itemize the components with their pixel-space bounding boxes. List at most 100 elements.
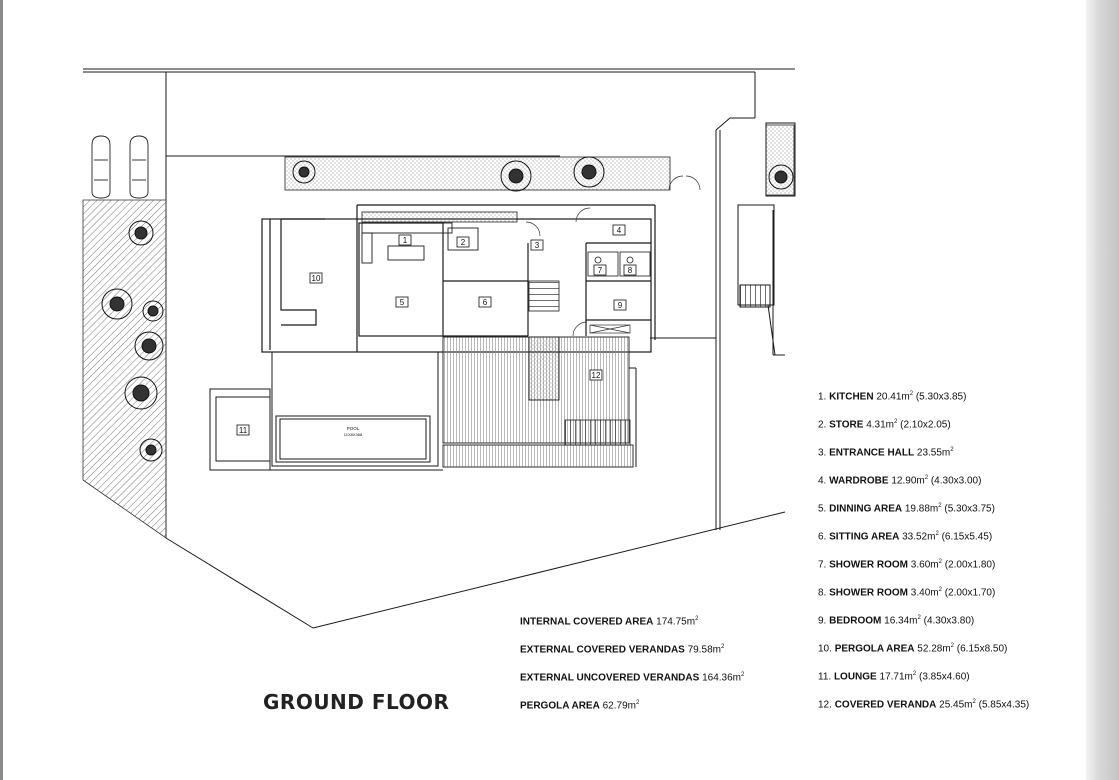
area-internal: INTERNAL COVERED AREA 174.75m2 [520,616,699,628]
legend-room-name: SITTING AREA [829,531,900,543]
legend-superscript: 2 [924,475,929,481]
legend-item: 5. DINNING AREA 19.88m2 (5.30x3.75) [818,503,995,514]
legend-room-name: SHOWER ROOM [829,559,909,571]
legend-room-name: LOUNGE [833,671,877,683]
room-tag-1: 1 [403,236,408,245]
hatched-driveway [82,199,167,539]
internal-stairs [528,280,560,312]
legend-number: 10. [818,643,832,655]
legend-room-name: ENTRANCE HALL [829,447,915,459]
legend-item: 8. SHOWER ROOM 3.40m2 (2.00x1.70) [818,587,995,598]
site-boundary [83,68,795,629]
planter-front [284,156,671,191]
legend-number: 1. [818,391,827,403]
legend-item: 10. PERGOLA AREA 52.28m2 (6.15x8.50) [818,643,1007,654]
room-tag-7: 7 [598,266,603,275]
floor-title: GROUND FLOOR [263,690,450,714]
legend-superscript: 2 [972,699,976,705]
page-right-shadow [1086,0,1119,780]
legend-area: 12.90m [891,475,925,487]
legend-dimensions: (2.00x1.70) [944,587,996,599]
wardrobe-shelves [589,324,631,334]
legend-room-name: BEDROOM [829,615,882,627]
area-external-uncovered: EXTERNAL UNCOVERED VERANDAS 164.36m2 [520,672,745,684]
legend-item: 12. COVERED VERANDA 25.45m2 (5.85x4.35) [818,699,1029,710]
legend-dimensions: (5.85x4.35) [978,699,1030,711]
pool-area [209,351,443,471]
legend-superscript: 2 [935,531,939,537]
room-tag-8: 8 [628,266,633,275]
legend-superscript: 2 [938,587,942,593]
legend-item: 1. KITCHEN 20.41m2 (5.30x3.85) [818,391,966,402]
room-tag-2: 2 [461,238,466,247]
room-tag-12: 12 [592,371,601,380]
legend-dimensions: (2.10x2.05) [900,419,951,431]
legend-room-name: STORE [829,419,864,431]
pool-label: POOL [347,426,360,431]
legend-item: 3. ENTRANCE HALL 23.55m2 [818,447,954,458]
right-structures [650,117,796,530]
room-tag-box [236,424,250,436]
legend-area: 33.52m [902,531,936,543]
legend-superscript: 2 [893,419,898,425]
parked-car-1 [91,135,111,199]
room-tag-6: 6 [483,298,488,307]
legend-superscript: 2 [950,447,954,453]
legend-room-name: SHOWER ROOM [829,587,909,599]
legend-area: 3.40m [910,587,939,599]
area-external-covered: EXTERNAL COVERED VERANDAS 79.58m2 [520,644,725,656]
veranda-planter [528,336,560,401]
legend-dimensions: (4.30x3.80) [923,615,975,627]
legend-area: 20.41m [876,391,910,403]
legend-area: 4.31m [866,419,894,431]
legend-number: 2. [818,419,827,431]
area-pergola: PERGOLA AREA 62.79m2 [520,700,640,712]
legend-number: 4. [818,475,827,487]
room-tag-box [612,224,626,236]
legend-item: 7. SHOWER ROOM 3.60m2 (2.00x1.80) [818,559,995,570]
legend-number: 5. [818,503,827,515]
room-tag-box [456,236,470,248]
room-tag-11: 11 [239,426,248,435]
room-tag-box [613,299,627,311]
legend-item: 4. WARDROBE 12.90m2 (4.30x3.00) [818,475,981,486]
room-tag-9: 9 [618,301,623,310]
legend-room-name: DINNING AREA [829,503,903,515]
room-tag-box [530,239,544,251]
legend-number: 3. [818,447,827,459]
uncovered-terrace [442,444,634,468]
legend-superscript: 2 [950,643,954,649]
door-swings [525,175,701,337]
veranda-steps [564,419,631,446]
legend-room-name: KITCHEN [829,391,874,403]
legend-dimensions: (5.30x3.85) [915,391,967,403]
legend-number: 7. [818,559,827,571]
legend-area: 25.45m [939,699,973,711]
legend-superscript: 2 [909,391,914,397]
pool-size: 11X8X368 [344,432,363,437]
legend-area: 23.55m [916,447,951,459]
legend-area: 3.60m [910,559,939,571]
legend-dimensions: (6.15x5.45) [941,531,993,543]
trees-left [101,220,164,462]
legend-superscript: 2 [917,615,921,621]
room-tag-box [478,296,492,308]
room-tag-box [309,272,323,284]
legend-dimensions: (4.30x3.00) [930,475,982,487]
legend-number: 8. [818,587,827,599]
planter-trees [292,156,794,192]
room-tag-5: 5 [400,298,405,307]
legend-room-name: COVERED VERANDA [834,699,937,711]
legend-number: 11. [818,671,832,683]
bathrooms [587,251,651,277]
legend-dimensions: (3.85x4.60) [919,671,970,683]
legend-superscript: 2 [938,503,942,509]
legend-room-name: PERGOLA AREA [834,643,915,655]
page-left-border [0,0,3,780]
legend-item: 9. BEDROOM 16.34m2 (4.30x3.80) [818,615,974,626]
legend-room-name: WARDROBE [829,475,889,487]
legend-area: 16.34m [884,615,918,627]
legend-area: 19.88m [904,503,939,515]
legend-dimensions: (5.30x3.75) [944,503,995,515]
